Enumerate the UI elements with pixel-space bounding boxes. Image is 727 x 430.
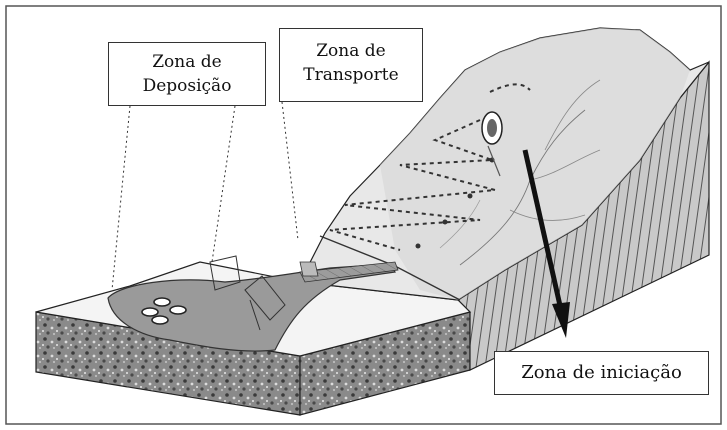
label-deposicao-line1: Zona de	[109, 50, 265, 74]
label-transporte-line2: Transporte	[280, 63, 422, 87]
label-zona-deposicao: Zona de Deposição	[108, 42, 266, 106]
label-zona-transporte: Zona de Transporte	[279, 28, 423, 102]
label-transporte-line1: Zona de	[280, 39, 422, 63]
label-deposicao-line2: Deposição	[109, 74, 265, 98]
label-zona-iniciacao: Zona de iniciação	[494, 351, 709, 395]
